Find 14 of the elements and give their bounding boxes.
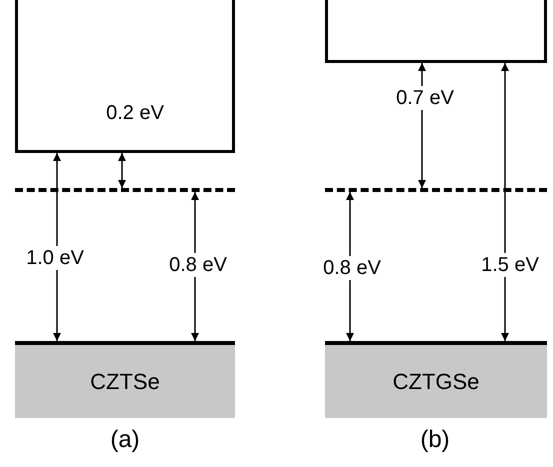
energy-label: 0.8 eV (321, 256, 383, 280)
double-arrow (118, 153, 126, 188)
material-block (15, 341, 235, 418)
material-block (325, 341, 547, 418)
dashed-level-line (325, 188, 547, 192)
energy-label: 0.7 eV (394, 86, 456, 110)
double-arrow (501, 63, 509, 341)
material-label: CZTGSe (392, 368, 480, 396)
energy-label: 0.8 eV (167, 253, 229, 277)
material-label: CZTSe (90, 368, 160, 396)
panel-caption: (a) (110, 426, 140, 454)
panel-caption: (b) (420, 426, 450, 454)
band-edge-outline (325, 0, 547, 63)
dashed-level-line (15, 188, 235, 192)
